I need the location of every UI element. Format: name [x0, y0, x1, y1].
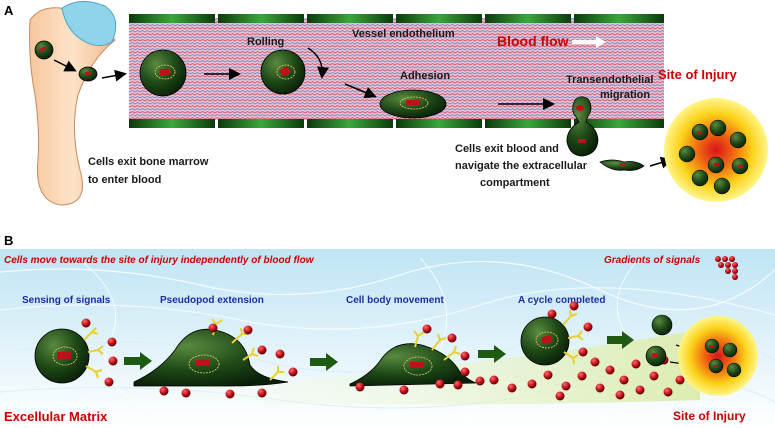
signals-step2 [159, 323, 298, 399]
signals-gradient-floor [489, 355, 685, 401]
cell-rolling [260, 49, 306, 95]
signals-step3 [355, 324, 485, 395]
arrow-blood-flow [572, 36, 606, 48]
panel-a-letter: A [4, 3, 14, 18]
panel-b-letter: B [4, 233, 13, 248]
step-arrow-2 [310, 353, 338, 371]
step-arrow-1 [124, 352, 152, 370]
vessel-bottom-edge [129, 119, 664, 128]
gradient-signal-dots [715, 256, 738, 280]
cell-sensing [34, 327, 104, 384]
injury-site-b [678, 316, 758, 396]
label-exit-line2: navigate the extracellular [455, 160, 588, 172]
label-bone-line2: to enter blood [88, 174, 161, 186]
cell-body-moving [349, 330, 477, 387]
label-sensing: Sensing of signals [22, 295, 111, 306]
label-transendothelial: Transendothelial [566, 74, 653, 86]
label-blood-flow: Blood flow [497, 33, 569, 49]
vessel-top-edge [129, 14, 664, 23]
label-bone-line1: Cells exit bone marrow [88, 156, 209, 168]
label-site-of-injury-b: Site of Injury [673, 409, 746, 423]
label-cycle: A cycle completed [518, 295, 605, 306]
arrow-to-vessel [101, 69, 127, 82]
arrow-rolling-curve [307, 47, 329, 79]
label-exit-line3: compartment [480, 177, 550, 189]
cells-approaching-injury [645, 314, 673, 367]
label-headline: Cells move towards the site of injury in… [4, 255, 315, 266]
label-vessel-endothelium: Vessel endothelium [352, 28, 455, 40]
label-matrix: Excellular Matrix [4, 409, 108, 424]
label-adhesion: Adhesion [400, 70, 450, 82]
label-gradients: Gradients of signals [604, 255, 701, 266]
cell-flowing [139, 49, 187, 97]
label-cell-body: Cell body movement [346, 295, 444, 306]
cell-transmigrating [566, 96, 599, 157]
step-arrow-4 [607, 331, 634, 349]
label-migration: migration [600, 89, 650, 101]
label-rolling: Rolling [247, 36, 284, 48]
femur-bone [29, 1, 117, 206]
cell-migrating-ecm [599, 159, 645, 171]
step-arrow-3 [478, 345, 506, 363]
cell-adhering [379, 89, 447, 119]
arrow-bone-cell [53, 59, 77, 72]
label-site-of-injury-a: Site of Injury [658, 67, 738, 82]
cell-cycle-complete [520, 309, 584, 366]
label-pseudopod: Pseudopod extension [160, 295, 264, 306]
cell-exiting-bone [78, 66, 98, 82]
cell-pseudopod [133, 318, 289, 387]
arrow-flow-2 [344, 83, 377, 99]
signals-step4 [547, 301, 593, 357]
signals-step1 [81, 318, 118, 387]
injury-site-a [664, 98, 768, 202]
label-exit-line1: Cells exit blood and [455, 143, 559, 155]
